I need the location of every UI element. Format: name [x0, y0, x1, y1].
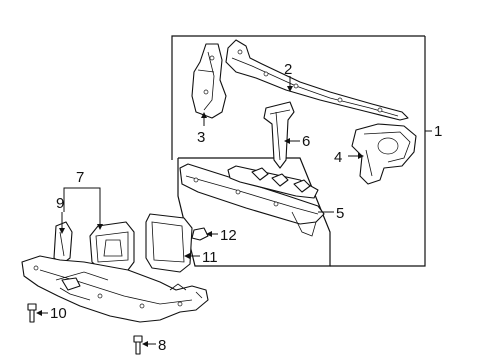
leader-2-arrow [287, 86, 293, 92]
leader-7-arrow [97, 224, 103, 230]
right-headlight-bracket [351, 123, 417, 185]
callout-9: 9 [56, 195, 64, 212]
bolt-8 [133, 335, 143, 355]
leader-6-arrow [284, 138, 290, 144]
assembly-frame-outline-right [330, 36, 426, 267]
left-side-shield [53, 221, 73, 265]
leader-11-arrow [184, 253, 190, 259]
splash-panel [145, 213, 193, 273]
bolt-10 [27, 303, 37, 323]
callout-11: 11 [202, 249, 218, 266]
subframe-5-border [177, 157, 331, 267]
callout-1: 1 [434, 123, 442, 140]
callout-5: 5 [336, 205, 344, 222]
callout-6: 6 [302, 133, 310, 150]
callout-3: 3 [197, 129, 205, 146]
leader-3-arrow [201, 112, 207, 118]
leader-12-arrow [206, 231, 212, 237]
center-stay [263, 101, 295, 169]
callout-8: 8 [158, 337, 166, 354]
callout-10: 10 [50, 305, 67, 322]
assembly-frame-outline [171, 35, 425, 160]
leader-10-arrow [36, 310, 42, 316]
engine-splash-shield [21, 255, 209, 323]
lower-crossmember [179, 163, 325, 237]
clip-part [191, 227, 209, 241]
callout-4: 4 [334, 149, 342, 166]
leader-8-arrow [142, 341, 148, 347]
callout-2: 2 [284, 61, 292, 78]
callout-12: 12 [220, 227, 237, 244]
lower-center-bracket [89, 221, 135, 271]
upper-tie-bar [225, 39, 409, 121]
callout-7: 7 [76, 169, 84, 186]
leader-9-arrow [59, 228, 65, 234]
leader-7 [63, 187, 101, 226]
leader-4-arrow [358, 153, 364, 159]
left-side-bracket [191, 43, 227, 119]
